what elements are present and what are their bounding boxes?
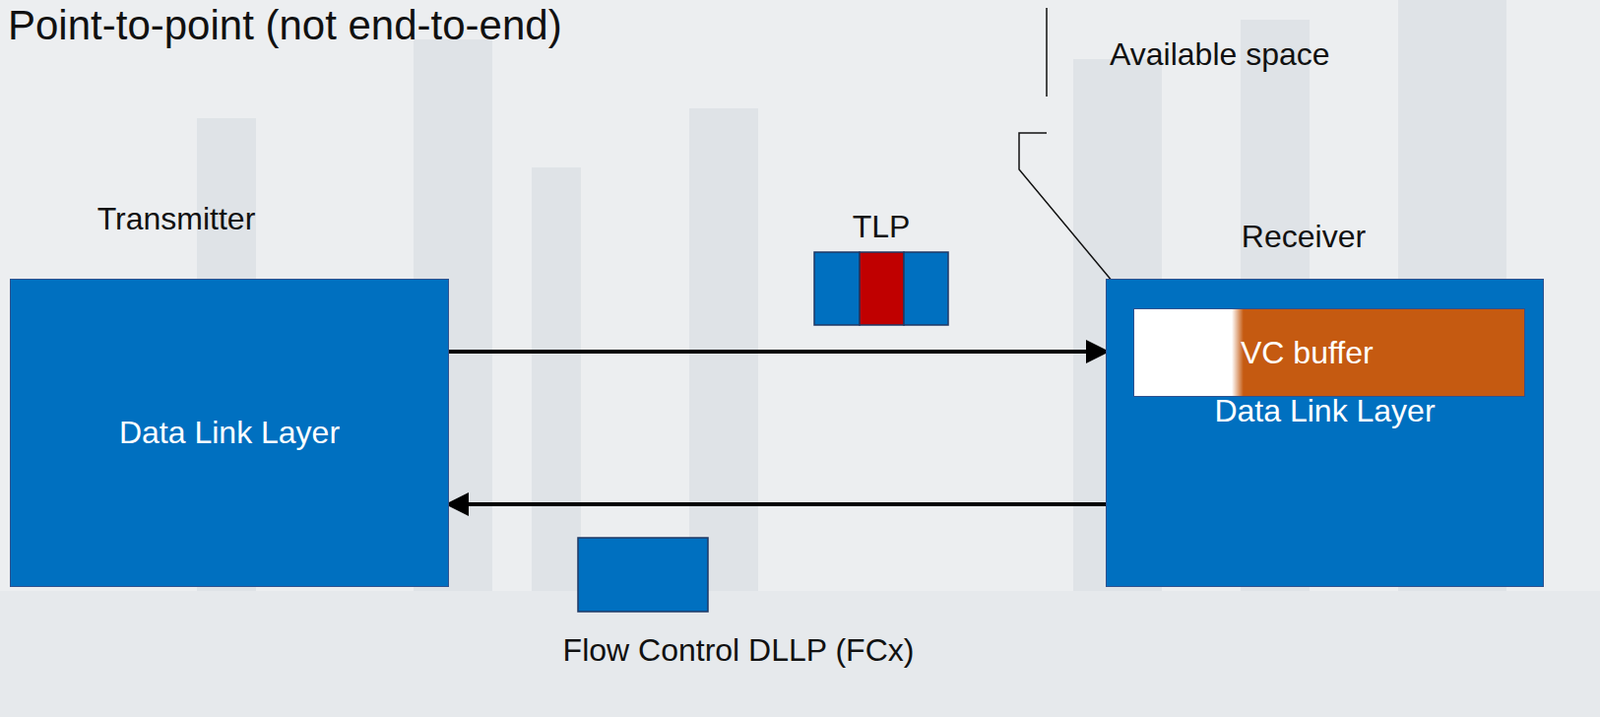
link-arrow (448, 502, 1106, 507)
annotation-label: Available space (1109, 36, 1331, 73)
tlp-segment (903, 252, 949, 325)
buffer-box: VC buffer (1133, 308, 1526, 397)
leader-line (1045, 7, 1048, 97)
layer-box: TransmitterData Link Layer (9, 278, 449, 587)
link-arrow (448, 349, 1106, 354)
slide-title: Point-to-point (not end-to-end) (7, 1, 563, 50)
layer-label: Data Link Layer (119, 414, 340, 451)
layer-heading: Receiver (1241, 218, 1366, 256)
tlp-payload (859, 252, 904, 325)
tlp-segment (814, 252, 860, 325)
annotation-label: Flow Control DLLP (FCx) (563, 632, 915, 669)
annotation-label: TLP (852, 208, 911, 246)
layer-box: ReceiverData Link LayerVC buffer (1105, 278, 1544, 587)
water (0, 590, 1600, 717)
layer-heading: Transmitter (97, 200, 256, 238)
buffer-label: VC buffer (1240, 334, 1374, 372)
layer-label: Data Link Layer (1214, 392, 1435, 430)
dllp-packet (577, 537, 708, 612)
